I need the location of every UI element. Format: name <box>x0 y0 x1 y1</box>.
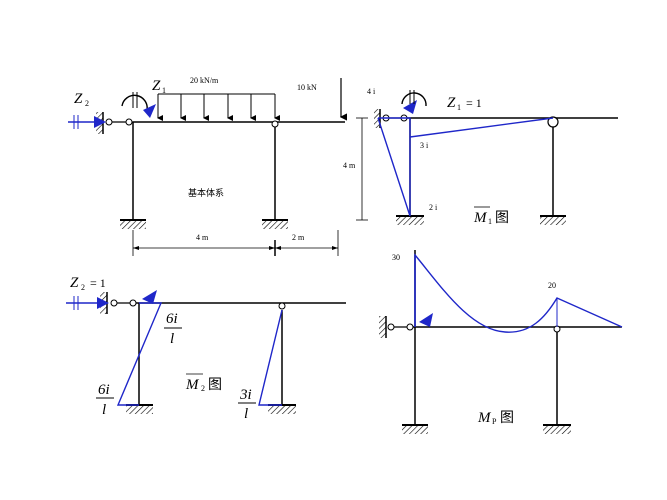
fixed-support-right <box>543 424 571 434</box>
z1-eq-val: = 1 <box>466 96 482 110</box>
fixed-support-right <box>268 404 296 414</box>
m1-caption-sub: 1 <box>488 217 492 226</box>
hinge <box>278 302 286 310</box>
label-4i: 4 i <box>367 87 376 96</box>
left-link-support <box>379 316 415 338</box>
frac-right-den: l <box>244 406 248 422</box>
m1-beam-moment <box>409 117 554 138</box>
panel-m2-diagram: Z 2 = 1 6i l 6i l 3i l M 2 图 <box>66 275 346 422</box>
mp-value-30: 30 <box>392 253 400 262</box>
left-link-support <box>100 292 137 314</box>
label-3i: 3 i <box>420 141 429 150</box>
fixed-support-right <box>540 215 566 225</box>
hinge <box>271 120 279 128</box>
hinge <box>547 116 559 128</box>
m2-left-column-moment <box>116 302 163 406</box>
mp-caption-sub: P <box>492 417 497 426</box>
mp-caption-tu: 图 <box>500 410 514 426</box>
dim-right-label: 2 m <box>292 233 305 242</box>
fixed-support-right <box>262 219 288 229</box>
left-link-support <box>96 112 133 134</box>
label-2i: 2 i <box>429 203 438 212</box>
distributed-load <box>157 93 280 121</box>
fixed-support-left <box>402 424 428 434</box>
z1-rotation-arc <box>401 92 427 107</box>
frac-top-num: 6i <box>166 311 178 327</box>
joint-blue-flag <box>142 290 157 304</box>
fixed-support-left <box>126 404 153 414</box>
height-label: 4 m <box>343 161 356 170</box>
z1-sub: 1 <box>162 86 166 95</box>
panel-m1-diagram: Z 1 = 1 4 i 3 i 2 i 4 m M 1 图 <box>343 87 618 226</box>
z2-label: Z <box>74 91 83 107</box>
fixed-support-left <box>396 215 424 225</box>
joint-blue-flag <box>419 313 433 327</box>
m2-caption-sub: 2 <box>201 384 205 393</box>
z1-eq-sub: 1 <box>457 103 461 112</box>
basic-system-caption: 基本体系 <box>188 187 224 199</box>
m2-right-column-moment <box>258 309 283 406</box>
frac-left-num: 6i <box>98 382 110 398</box>
udl-label: 20 kN/m <box>190 76 219 85</box>
z2-eq-sub: 2 <box>81 283 85 292</box>
point-load-label: 10 kN <box>297 83 317 92</box>
frac-top-den: l <box>170 331 174 347</box>
m2-caption-tu: 图 <box>208 377 222 393</box>
mp-caption-m: M <box>477 410 492 426</box>
panel-basic-system: Z 2 Z 1 20 kN/m 10 kN 基本体系 <box>68 76 347 256</box>
m1-caption-tu: 图 <box>495 210 509 226</box>
frac-right-num: 3i <box>239 387 252 403</box>
dimension-line <box>132 230 339 256</box>
fixed-support-left <box>120 219 146 229</box>
z2-sub: 2 <box>85 99 89 108</box>
z1-rotation-arc <box>121 94 148 111</box>
dim-left-label: 4 m <box>196 233 209 242</box>
mp-moment-curve <box>414 253 623 333</box>
panel-mp-diagram: 30 20 M P 图 <box>379 250 623 434</box>
z1-eq-label: Z <box>447 95 456 111</box>
mp-value-20: 20 <box>548 281 556 290</box>
m1-caption-m: M <box>473 210 488 226</box>
z1-blue-flag <box>143 104 156 118</box>
m2-caption-m: M <box>185 377 200 393</box>
frac-left-den: l <box>102 402 106 418</box>
m1-left-column-moment <box>377 117 411 217</box>
z1-label: Z <box>152 78 161 94</box>
z2-eq-label: Z <box>70 275 79 291</box>
z2-eq-val: = 1 <box>90 276 106 290</box>
